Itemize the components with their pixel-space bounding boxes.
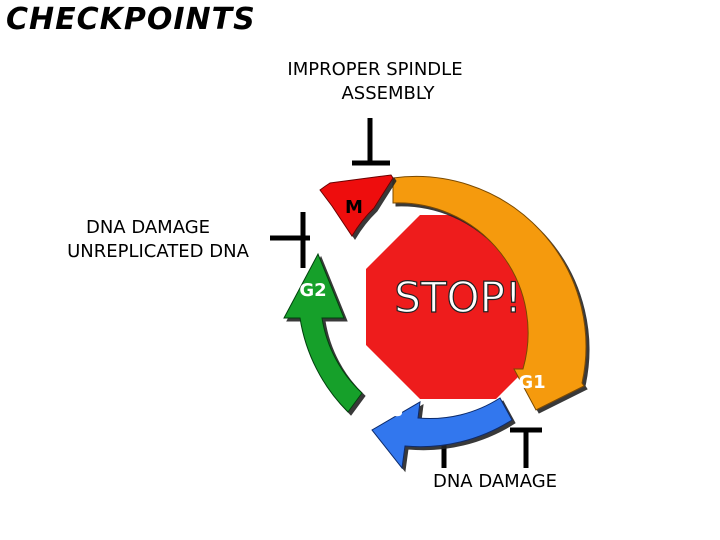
g1-phase-arrow <box>392 175 587 411</box>
stop-sign: STOP! <box>366 215 550 399</box>
page-title: CHECKPOINTS <box>6 2 256 37</box>
stop-sign-text: STOP! <box>394 273 522 322</box>
spindle-checkpoint-line-2: ASSEMBLY <box>341 83 435 104</box>
g1-checkpoint-label: DNA DAMAGE <box>432 471 558 492</box>
phase-label-g1: G1 <box>518 372 545 393</box>
g2-checkpoint-line-1: DNA DAMAGE <box>85 217 211 238</box>
g2-checkpoint-label: DNA DAMAGE UNREPLICATED DNA <box>38 216 278 264</box>
spindle-inhibitor-icon <box>352 118 390 166</box>
s-phase-arrow <box>371 397 513 470</box>
g2-inhibitor-icon <box>270 212 310 268</box>
phase-label-m: M <box>345 197 363 218</box>
g1-inhibitor-icon <box>510 427 542 468</box>
spindle-checkpoint-label: IMPROPER SPINDLE ASSEMBLY <box>255 58 495 106</box>
m-phase-arrow <box>319 174 394 237</box>
g2-phase-arrow <box>283 252 363 413</box>
phase-label-g2: G2 <box>299 280 326 301</box>
g2-checkpoint-line-2: UNREPLICATED DNA <box>67 241 249 262</box>
phase-label-s: S <box>391 400 404 421</box>
spindle-checkpoint-line-1: IMPROPER SPINDLE <box>287 59 463 80</box>
stop-sign-octagon <box>366 215 550 399</box>
